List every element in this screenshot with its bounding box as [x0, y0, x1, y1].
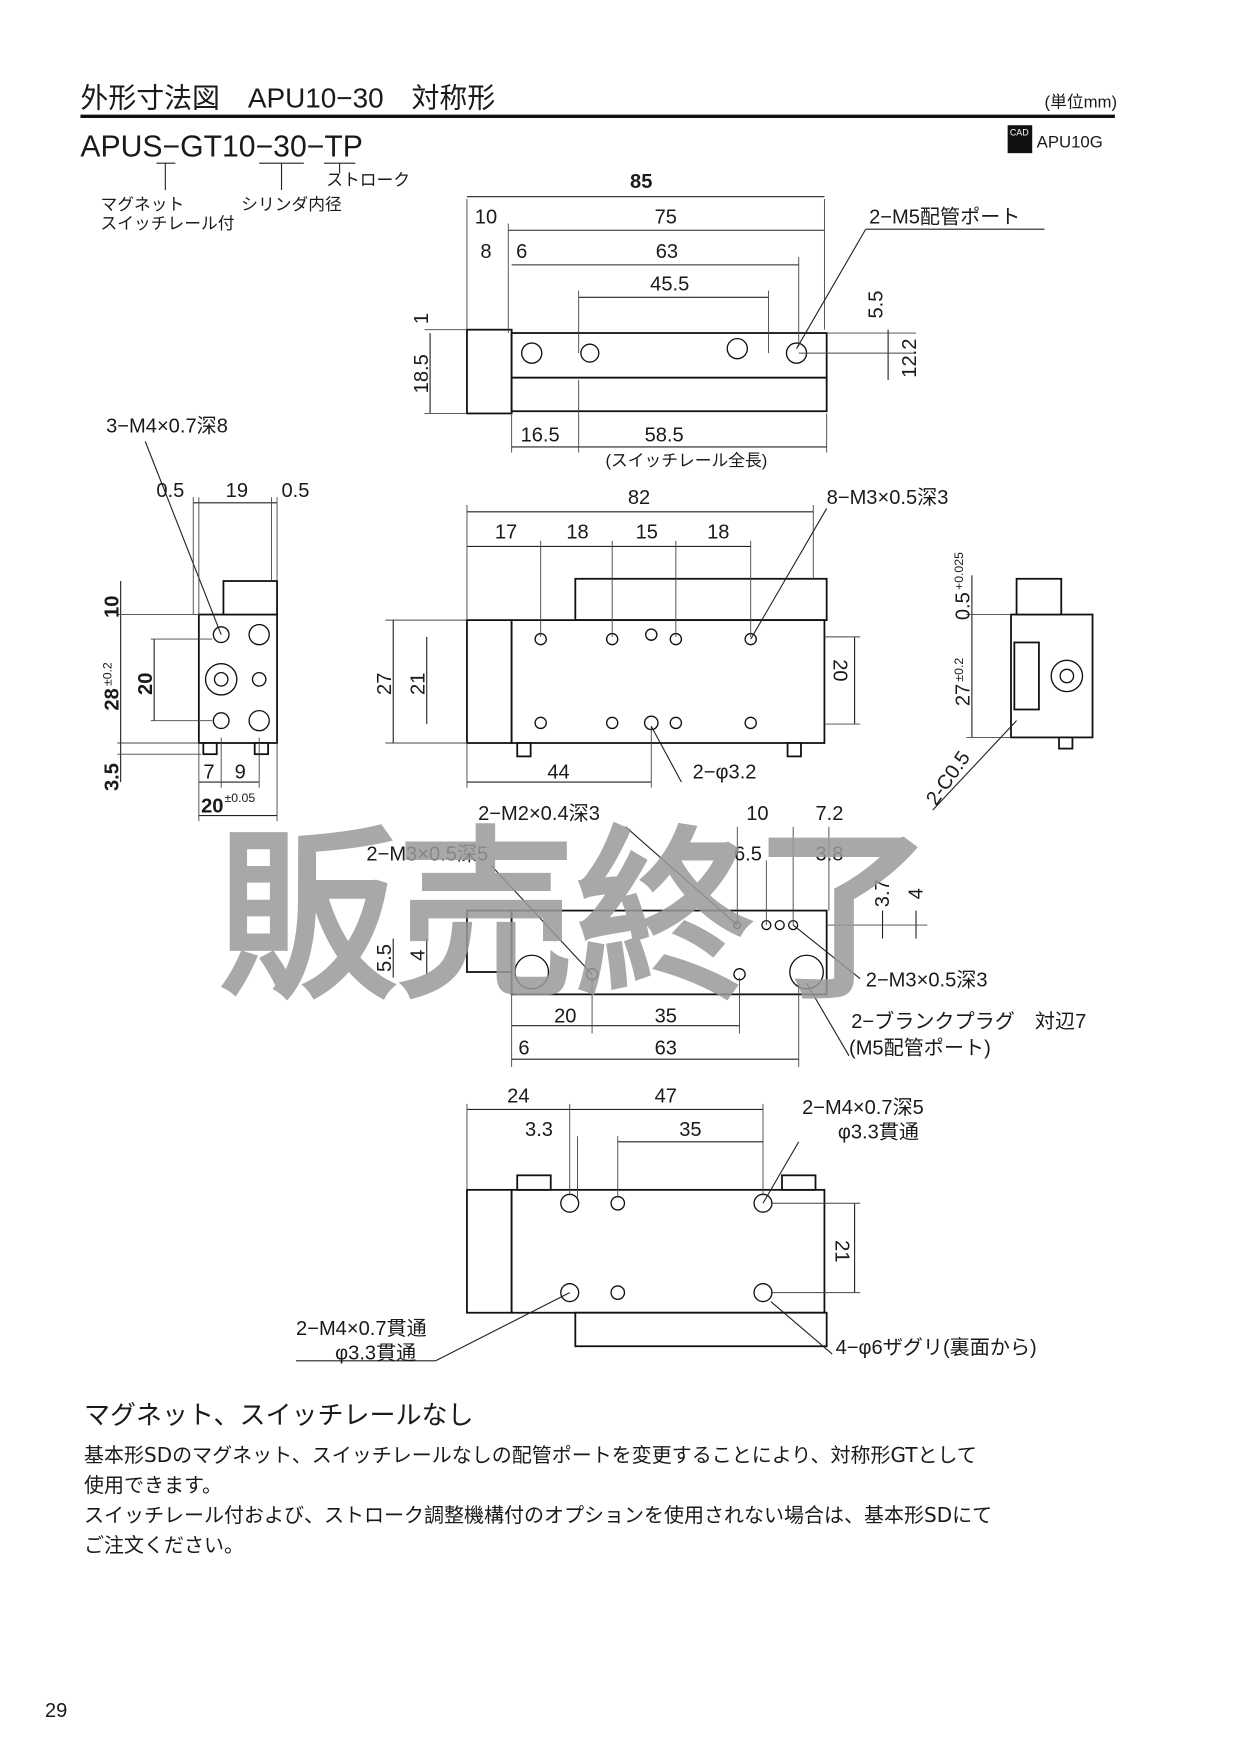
callout-m4-depth8: 3−M4×0.7深8	[106, 414, 228, 437]
callout-m4-through: 2−M4×0.7貫通	[296, 1317, 427, 1340]
left-view	[117, 441, 278, 822]
dim-bottom-47: 47	[655, 1086, 677, 1108]
dim-right-0-5-tol: +0.025	[952, 552, 966, 590]
dim-75: 75	[655, 207, 677, 229]
dim-right-0-5: 0.5	[953, 592, 975, 620]
callout-phi3-2: 2−φ3.2	[693, 762, 757, 784]
dim-side-6: 6	[518, 1038, 529, 1060]
right-view	[932, 575, 1094, 811]
dim-right-27-tol: ±0.2	[952, 658, 966, 682]
dim-side-6-5: 6.5	[734, 843, 762, 865]
dim-side-4b: 4	[408, 950, 430, 961]
model-code-annotations	[156, 162, 356, 191]
dim-front-20: 20	[828, 659, 850, 681]
dim-6: 6	[516, 241, 527, 263]
dim-front-18a: 18	[566, 522, 588, 544]
notes-line: ご注文ください。	[84, 1533, 244, 1557]
dim-side-5-5: 5.5	[374, 944, 396, 972]
callout-m3-depth5: 2−M3×0.5深5	[366, 842, 488, 865]
dim-side-63: 63	[655, 1038, 677, 1060]
dim-side-20: 20	[554, 1005, 576, 1027]
callout-counterbore: 4−φ6ザグリ(裏面から)	[836, 1336, 1037, 1359]
dim-bottom-21: 21	[831, 1240, 853, 1262]
discontinued-stamp: 販売終了	[218, 811, 933, 1025]
dim-chamfer: 2-C0.5	[922, 748, 975, 810]
dim-front-82: 82	[628, 487, 650, 509]
dim-side-3-8: 3.8	[815, 843, 843, 865]
bottom-view	[296, 1103, 861, 1362]
top-view	[424, 196, 1045, 453]
code-note-rail: スイッチレール付	[101, 214, 235, 233]
dim-left-28-tol: ±0.2	[101, 662, 115, 686]
dim-front-17: 17	[495, 522, 517, 544]
dim-right-27: 27	[953, 684, 975, 706]
dim-left-3-5: 3.5	[101, 763, 123, 791]
dim-side-10: 10	[746, 803, 768, 825]
cad-badge: CAD	[1007, 125, 1033, 154]
callout-m3-depth3-side: 2−M3×0.5深3	[866, 969, 988, 992]
callout-phi3-3-b: φ3.3貫通	[335, 1342, 416, 1365]
notes-line: 基本形SDのマグネット、スイッチレールなしの配管ポートを変更することにより、対称…	[84, 1443, 977, 1467]
dim-side-35: 35	[655, 1005, 677, 1027]
callout-blank-plug: 2−ブランクプラグ 対辺7	[851, 1009, 1086, 1033]
dim-5-5: 5.5	[866, 291, 888, 319]
dim-side-3-7: 3.7	[872, 879, 894, 907]
notes-line: スイッチレール付および、ストローク調整機構付のオプションを使用されない場合は、基…	[84, 1503, 993, 1527]
code-note-magnet: マグネット	[101, 195, 185, 214]
dim-8: 8	[480, 241, 491, 263]
dim-left-28: 28	[101, 688, 123, 710]
cad-model: APU10G	[1037, 133, 1103, 152]
unit-label: (単位mm)	[1045, 92, 1118, 111]
dim-left-9: 9	[235, 762, 246, 784]
code-note-stroke: ストローク	[326, 171, 410, 190]
dim-left-10: 10	[101, 596, 123, 618]
dim-left-20b: 20	[201, 795, 223, 817]
callout-m5-port-note: (M5配管ポート)	[849, 1037, 991, 1060]
dim-58-5: 58.5	[645, 424, 684, 446]
page-number: 29	[45, 1700, 68, 1722]
callout-phi3-3-a: φ3.3貫通	[838, 1120, 919, 1143]
dim-left-20: 20	[135, 673, 157, 695]
dim-45-5: 45.5	[650, 274, 689, 296]
dim-front-15: 15	[636, 522, 658, 544]
dim-bottom-3-3: 3.3	[525, 1119, 553, 1141]
callout-m5-port: 2−M5配管ポート	[869, 206, 1020, 229]
dim-front-18b: 18	[707, 522, 729, 544]
callout-m2-depth3: 2−M2×0.4深3	[478, 802, 600, 825]
dim-side-7-2: 7.2	[815, 803, 843, 825]
dim-16-5: 16.5	[521, 424, 560, 446]
notes-section: マグネット、スイッチレールなし 基本形SDのマグネット、スイッチレールなしの配管…	[84, 1395, 1134, 1560]
dim-1: 1	[411, 313, 433, 324]
svg-text:CAD: CAD	[1010, 127, 1029, 137]
dim-left-0-5b: 0.5	[282, 480, 310, 502]
front-view	[385, 505, 861, 788]
rail-length-note: (スイッチレール全長)	[605, 451, 767, 470]
page-title: 外形寸法図 APU10−30 対称形	[80, 82, 495, 113]
dim-front-21: 21	[408, 673, 430, 695]
dim-left-19: 19	[226, 480, 248, 502]
dim-bottom-35: 35	[679, 1119, 701, 1141]
side-view	[392, 826, 928, 1067]
callout-m4-depth5: 2−M4×0.7深5	[802, 1096, 924, 1119]
dim-12-2: 12.2	[899, 339, 921, 378]
notes-heading: マグネット、スイッチレールなし	[84, 1401, 474, 1431]
dim-left-7: 7	[203, 762, 214, 784]
dim-left-0-5a: 0.5	[156, 480, 184, 502]
callout-m3-depth3: 8−M3×0.5深3	[827, 486, 949, 509]
dim-left-20b-tol: ±0.05	[225, 791, 256, 805]
dim-front-44: 44	[547, 762, 569, 784]
dim-18-5: 18.5	[411, 354, 433, 393]
dim-front-27: 27	[374, 673, 396, 695]
model-code: APUS−GT10−30−TP	[80, 131, 362, 164]
notes-line: 使用できます。	[84, 1473, 222, 1497]
code-note-bore: シリンダ内径	[241, 195, 342, 214]
dim-10: 10	[475, 207, 497, 229]
dim-85: 85	[630, 171, 652, 193]
dim-63: 63	[656, 241, 678, 263]
dim-side-4a: 4	[906, 888, 928, 899]
dim-bottom-24: 24	[507, 1086, 529, 1108]
